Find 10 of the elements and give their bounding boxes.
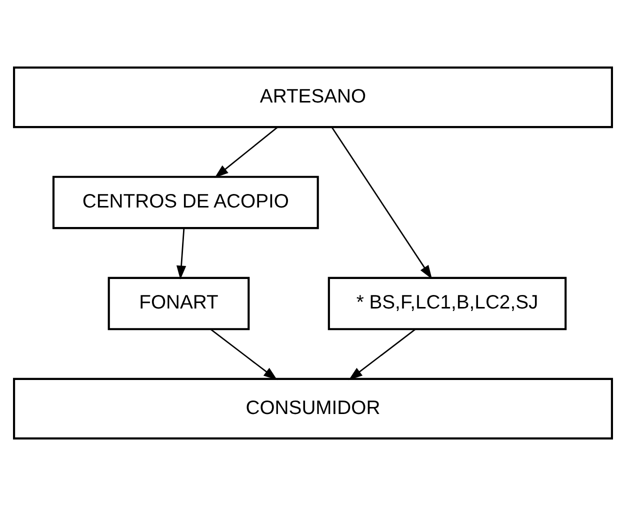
arrow [176,228,186,280]
arrow [331,126,432,279]
node-box: * BS,F,LC1,B,LC2,SJ [328,276,567,330]
node-box: CENTROS DE ACOPIO [52,175,319,229]
node-box: FONART [108,276,250,330]
node-box: CONSUMIDOR [13,377,613,439]
node-box: ARTESANO [13,66,613,128]
arrow [348,328,416,380]
arrow [210,328,278,380]
arrow [214,126,278,178]
